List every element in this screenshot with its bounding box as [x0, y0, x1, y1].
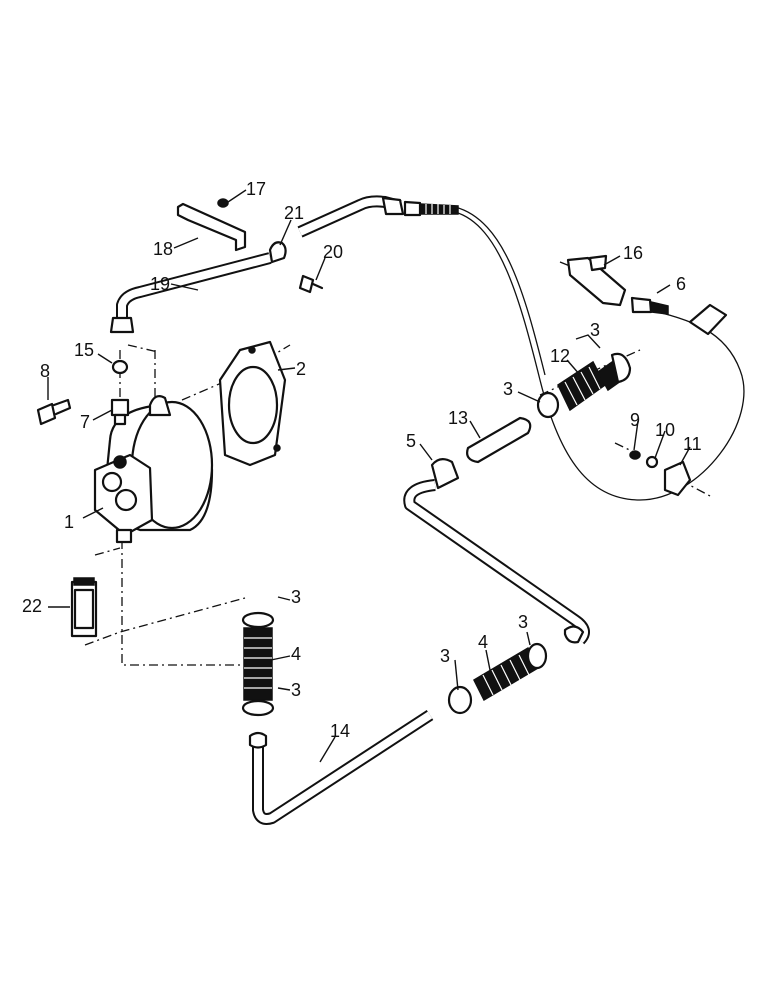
- callout-2: 2: [296, 359, 306, 379]
- callout-20: 20: [323, 242, 343, 262]
- callout-3: 3: [291, 587, 301, 607]
- part-13-tube: [466, 416, 532, 464]
- part-5-clip: [430, 458, 460, 490]
- part-2-gasket: [218, 340, 287, 467]
- part-6-connector: [630, 296, 669, 315]
- callout-5: 5: [406, 431, 416, 451]
- callout-11: 11: [683, 434, 702, 454]
- callout-3: 3: [503, 379, 513, 399]
- thin-line-hose-edge: [454, 206, 546, 376]
- callout-7: 7: [80, 412, 90, 432]
- part-20-bolt: [298, 274, 324, 294]
- part-21-clip: [268, 241, 287, 264]
- part-3-clamp-top: [241, 611, 275, 629]
- pipe-end-fitting: [381, 196, 459, 217]
- callout-13: 13: [448, 408, 468, 428]
- part-19-pipe: [109, 195, 402, 334]
- callout-3: 3: [440, 646, 450, 666]
- callout-14: 14: [330, 721, 350, 741]
- part-7-fitting: [110, 398, 130, 426]
- callout-6: 6: [676, 274, 686, 294]
- part-1-pump: [93, 395, 214, 544]
- callout-4: 4: [291, 644, 301, 664]
- callout-15: 15: [74, 340, 94, 360]
- part-15-washer: [111, 359, 129, 375]
- callout-18: 18: [153, 239, 173, 259]
- callout-10: 10: [655, 420, 675, 440]
- part-18-bracket: [176, 202, 247, 252]
- part-9-nut: [629, 450, 641, 460]
- callout-19: 19: [150, 274, 170, 294]
- callout-1: 1: [64, 512, 74, 532]
- callout-21: 21: [284, 203, 304, 223]
- part-3-clamp-lower-right: [526, 642, 548, 670]
- part-3-clamp-bottom: [241, 699, 275, 717]
- part-14-pipe: [248, 709, 434, 825]
- callout-17: 17: [246, 179, 266, 199]
- part-11-clip: [663, 460, 692, 497]
- part-3-clamp-upper: [610, 352, 632, 384]
- thin-line-hose: [454, 211, 745, 501]
- hose-end-fitting: [688, 303, 728, 336]
- callout-22: 22: [22, 596, 42, 616]
- callout-3: 3: [518, 612, 528, 632]
- part-3-clamp-mid: [536, 391, 560, 419]
- part-3-clamp-lower-left: [447, 685, 473, 715]
- callout-leaders: [47, 189, 691, 763]
- callout-3: 3: [590, 320, 600, 340]
- callout-8: 8: [40, 361, 50, 381]
- part-4-hose-vertical: [243, 627, 273, 701]
- callout-9: 9: [630, 410, 640, 430]
- callout-16: 16: [623, 243, 643, 263]
- part-8-bolt: [36, 398, 72, 426]
- part-10-washer: [645, 455, 659, 469]
- callout-3: 3: [291, 680, 301, 700]
- part-17-nut: [217, 198, 229, 208]
- part-16-tee: [566, 254, 627, 307]
- callout-labels: 1 2 3 3 3 3 3 3 4 4 5 6 7 8 9 10 11 12 1…: [22, 179, 702, 741]
- return-pipe: [403, 479, 590, 645]
- part-22-filter: [70, 577, 98, 638]
- callout-4: 4: [478, 632, 488, 652]
- callout-12: 12: [550, 346, 570, 366]
